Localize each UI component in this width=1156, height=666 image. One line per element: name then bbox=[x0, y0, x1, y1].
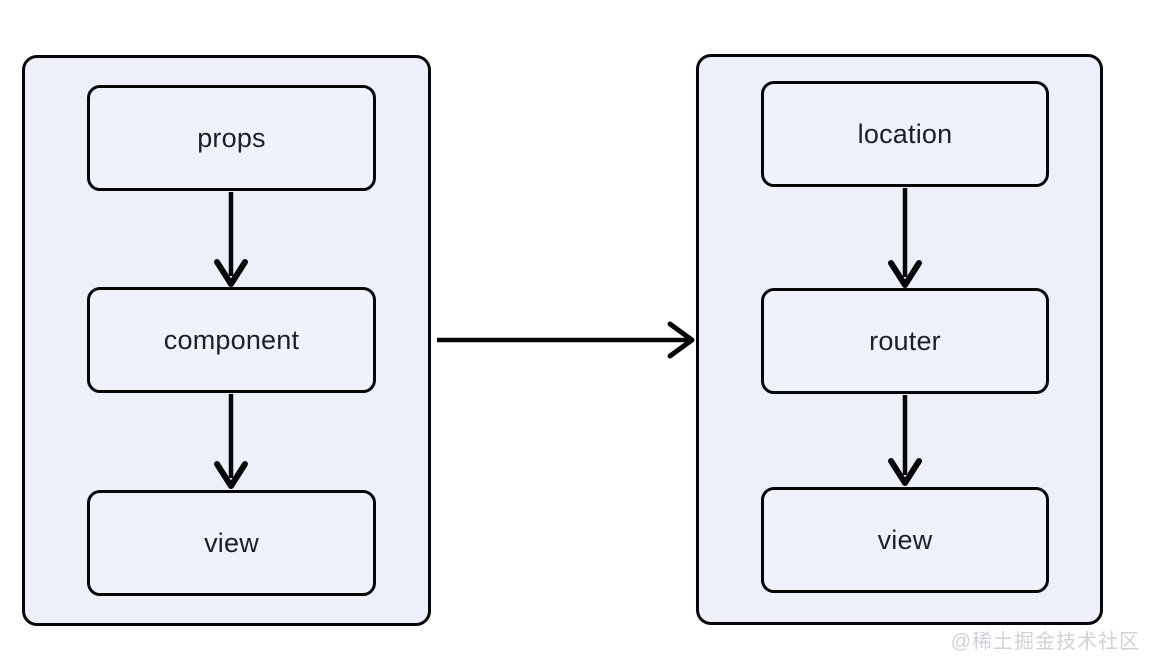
watermark: @稀土掘金技术社区 bbox=[950, 631, 1140, 653]
node-view-right-label: view bbox=[877, 524, 933, 555]
node-props-label: props bbox=[197, 122, 266, 153]
node-component-label: component bbox=[163, 324, 300, 355]
node-location[interactable]: location bbox=[761, 81, 1049, 187]
node-view-right[interactable]: view bbox=[761, 487, 1049, 593]
node-view-left-label: view bbox=[204, 527, 259, 558]
node-view-left[interactable]: view bbox=[87, 490, 376, 596]
node-router[interactable]: router bbox=[761, 288, 1049, 394]
arrow-left-group-to-right-group bbox=[437, 321, 695, 359]
node-props[interactable]: props bbox=[87, 85, 376, 191]
node-router-label: router bbox=[869, 325, 941, 356]
node-component[interactable]: component bbox=[87, 287, 376, 393]
node-location-label: location bbox=[857, 118, 953, 149]
